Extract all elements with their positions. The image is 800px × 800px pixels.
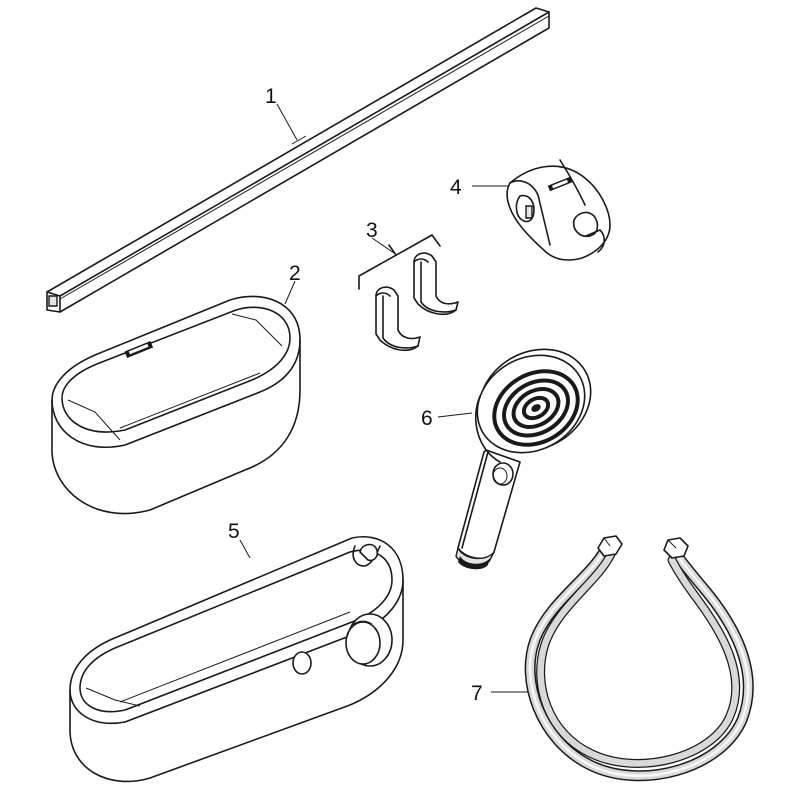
callout-number-4: 4 [450, 176, 462, 199]
part-6-hand-shower-icon [455, 348, 592, 570]
callout-number-3: 3 [366, 219, 378, 242]
part-5-shelf-thermostat-icon [69, 536, 404, 783]
callout-number-7: 7 [471, 682, 483, 705]
part-7-shower-hose-icon [524, 535, 754, 782]
callout-number-5: 5 [228, 520, 240, 543]
part-4-shower-holder-icon [506, 159, 611, 261]
part-3-hooks-icon [358, 234, 459, 352]
part-1-rail-bar-icon [46, 7, 550, 313]
part-2-basket-icon [51, 295, 301, 515]
callout-number-1: 1 [265, 85, 277, 108]
callout-leaders [239, 103, 528, 693]
callout-number-2: 2 [289, 262, 301, 285]
callout-numbers: 1 2 3 4 5 6 7 [228, 85, 483, 705]
callout-number-6: 6 [421, 407, 433, 430]
